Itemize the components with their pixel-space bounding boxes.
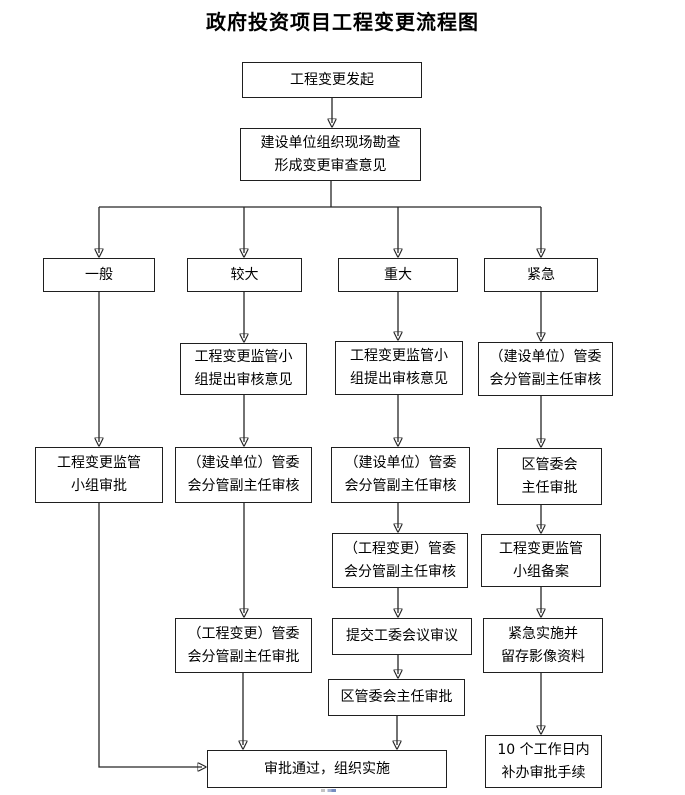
node-major-review-opinion: 工程变更监管小 组提出审核意见 [335,341,463,395]
node-major-review-opinion-line2: 组提出审核意见 [350,371,448,387]
node-category-urgent-label: 紧急 [527,266,555,283]
node-urgent-director-approval: 区管委会 主任审批 [497,448,602,505]
node-urgent-supervision-filing-line2: 小组备案 [513,563,569,580]
node-urgent-deputy-director-review-line2: 会分管副主任审核 [489,372,602,388]
node-major-committee-deliberation: 提交工委会议审议 [332,618,472,655]
node-major-construction-deputy-review-line1: （建设单位）管委 [344,455,457,471]
node-major-committee-deliberation-label: 提交工委会议审议 [346,628,458,644]
node-larger-review-opinion-line1: 工程变更监管小 [194,349,293,365]
node-general-supervision-approval-line1: 工程变更监管 [57,455,141,471]
node-category-larger-label: 较大 [230,266,259,283]
node-major-construction-deputy-review: （建设单位）管委 会分管副主任审核 [331,447,470,503]
node-larger-deputy-director-approval-line2: 会分管副主任审批 [187,648,300,665]
node-major-change-deputy-review: （工程变更）管委 会分管副主任审核 [332,533,468,588]
node-major-director-approval: 区管委会主任审批 [328,679,465,716]
node-urgent-makeup-procedures: 10 个工作日内 补办审批手续 [485,735,602,788]
node-urgent-deputy-director-review-line1: （建设单位）管委 [489,349,602,365]
node-larger-deputy-director-review: （建设单位）管委 会分管副主任审核 [175,447,312,503]
node-category-major: 重大 [338,258,458,292]
node-approved-implement-label: 审批通过，组织实施 [264,760,390,777]
node-larger-deputy-director-approval: （工程变更）管委 会分管副主任审批 [175,618,312,673]
node-urgent-supervision-filing-line1: 工程变更监管 [499,540,583,557]
node-urgent-director-approval-line1: 区管委会 [521,456,578,473]
node-major-construction-deputy-review-line2: 会分管副主任审核 [344,478,457,494]
node-urgent-implement-record-line2: 留存影像资料 [501,648,585,665]
node-category-larger: 较大 [187,258,302,292]
node-general-supervision-approval-line2: 小组审批 [71,478,127,494]
node-site-survey-line1: 建设单位组织现场勘查 [260,134,401,151]
node-site-survey-line2: 形成变更审查意见 [274,157,387,174]
node-category-major-label: 重大 [384,266,412,283]
node-urgent-director-approval-line2: 主任审批 [521,479,578,496]
page-number-artifact [321,789,336,792]
node-urgent-makeup-procedures-line1: 10 个工作日内 [497,741,590,758]
node-urgent-implement-record-line1: 紧急实施并 [508,625,578,642]
node-approved-implement: 审批通过，组织实施 [207,750,447,788]
node-major-director-approval-label: 区管委会主任审批 [340,689,453,705]
node-major-change-deputy-review-line1: （工程变更）管委 [344,540,456,557]
node-urgent-deputy-director-review: （建设单位）管委 会分管副主任审核 [478,342,613,396]
node-larger-review-opinion: 工程变更监管小 组提出审核意见 [180,343,307,395]
node-site-survey: 建设单位组织现场勘查 形成变更审查意见 [240,128,421,181]
node-larger-deputy-director-approval-line1: （工程变更）管委 [187,625,300,642]
page-title: 政府投资项目工程变更流程图 [206,10,479,34]
node-urgent-implement-record: 紧急实施并 留存影像资料 [483,618,603,673]
node-change-initiation-label: 工程变更发起 [290,71,374,88]
node-major-change-deputy-review-line2: 会分管副主任审核 [344,563,456,580]
node-major-review-opinion-line1: 工程变更监管小 [350,348,448,364]
node-category-urgent: 紧急 [484,258,598,292]
node-larger-deputy-director-review-line2: 会分管副主任审核 [187,478,300,494]
node-urgent-makeup-procedures-line2: 补办审批手续 [501,764,586,781]
node-larger-review-opinion-line2: 组提出审核意见 [194,372,293,388]
node-category-general: 一般 [43,258,155,292]
node-urgent-supervision-filing: 工程变更监管 小组备案 [481,534,601,587]
node-larger-deputy-director-review-line1: （建设单位）管委 [187,455,300,471]
node-general-supervision-approval: 工程变更监管 小组审批 [35,447,163,503]
node-category-general-label: 一般 [85,266,113,283]
node-change-initiation: 工程变更发起 [242,62,422,98]
